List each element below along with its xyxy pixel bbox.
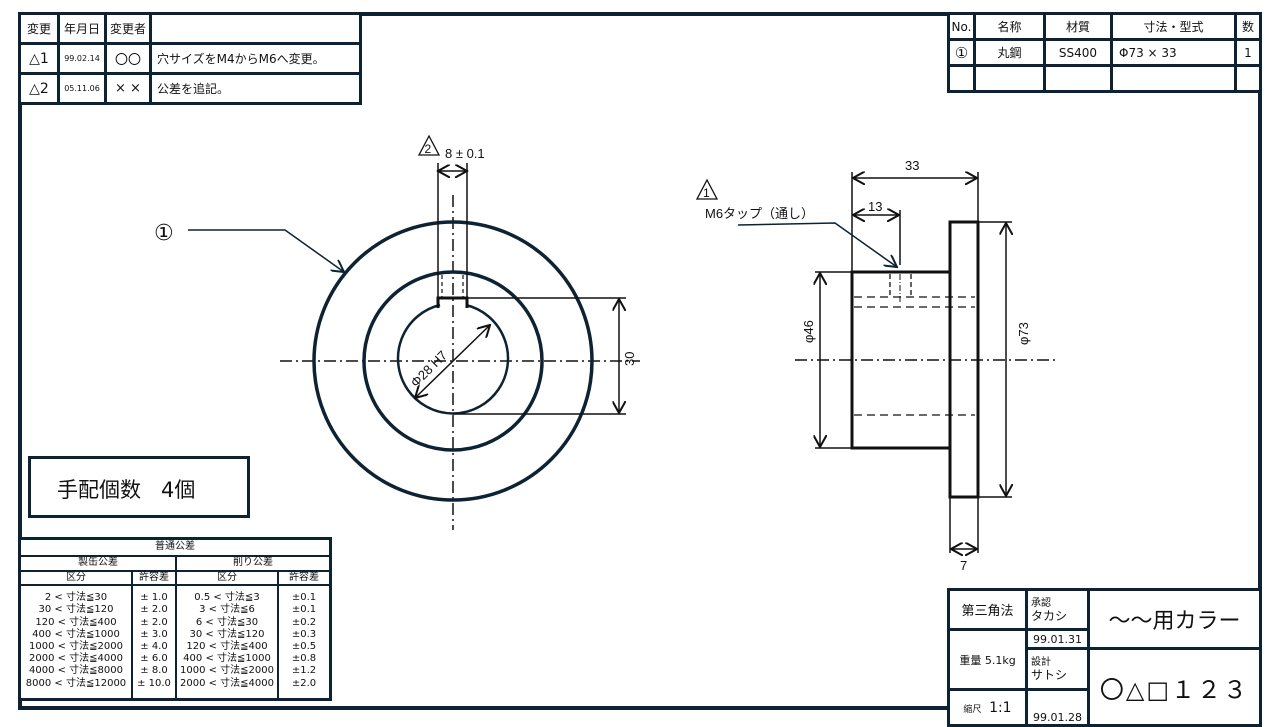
tolerance-entry: ± 3.0	[140, 628, 168, 640]
header-range: 区分	[18, 569, 133, 587]
tolerance-entry: ± 1.0	[140, 592, 168, 604]
table-row: △2 05.11.06 × × 公差を追記。	[18, 72, 362, 105]
tolerance-entry: ±0.2	[291, 616, 317, 628]
tolerance-entry: 400 < 寸法≦1000	[183, 653, 271, 665]
rev-content: 穴サイズをM4からM6へ変更。	[149, 42, 362, 75]
title-block: 第三角法 承認 タカシ ～～用カラー 重量 5.1kg 99.01.31 設計 …	[947, 588, 1262, 727]
table-row: △1 99.02.14 〇〇 穴サイズをM4からM6へ変更。	[18, 42, 362, 75]
tolerance-entry: ± 4.0	[140, 641, 168, 653]
approver-name: タカシ	[1031, 608, 1068, 623]
tolerance-entry: ± 2.0	[140, 604, 168, 616]
design-date: 99.01.28	[1025, 688, 1090, 727]
rev-content: 公差を追記。	[149, 72, 362, 105]
tolerance-entry: 30 < 寸法≦120	[189, 628, 265, 640]
parts-table: No. 名称 材質 寸法・型式 数 ① 丸鋼 SS400 Φ73 × 33 1	[947, 12, 1262, 93]
tolerance-entry: 30 < 寸法≦120	[38, 604, 114, 616]
tolerance-entry: ±1.2	[291, 665, 317, 677]
header-changed-by: 変更者	[104, 12, 152, 45]
tolerance-entry: 2000 < 寸法≦4000	[28, 653, 123, 665]
rev-date: 05.11.06	[57, 72, 107, 105]
tolerance-entry: 1000 < 寸法≦2000	[179, 665, 274, 677]
order-qty-value: 4個	[161, 478, 196, 502]
order-qty-label: 手配個数	[57, 478, 141, 502]
tolerance-entry: 400 < 寸法≦1000	[32, 628, 120, 640]
drawing-title: ～～用カラー	[1087, 588, 1262, 650]
tolerance-entry: ±0.1	[291, 592, 317, 604]
drawing-number: 〇△□１２３	[1087, 647, 1262, 727]
part-size: Φ73 × 33	[1110, 38, 1237, 67]
revision-table: 変更 年月日 変更者 △1 99.02.14 〇〇 穴サイズをM4からM6へ変更…	[18, 12, 362, 105]
order-quantity-box: 手配個数 4個	[28, 456, 250, 518]
tolerance-title: 普通公差	[18, 537, 332, 557]
header-tol: 許容差	[131, 569, 177, 587]
table-header-row: 変更 年月日 変更者	[18, 12, 362, 45]
rev-by: × ×	[104, 72, 152, 105]
header-material: 材質	[1043, 12, 1113, 41]
header-content	[149, 12, 362, 45]
tolerance-entry: 8000 < 寸法≦12000	[25, 677, 127, 689]
tolerance-entry: ±0.8	[291, 653, 317, 665]
tolerance-entry: ±0.1	[291, 604, 317, 616]
header-tol: 許容差	[277, 569, 332, 587]
header-range: 区分	[175, 569, 279, 587]
rev-mark: △1	[18, 42, 60, 75]
header-change: 変更	[18, 12, 60, 45]
tolerance-entry: 120 < 寸法≦400	[35, 616, 117, 628]
projection-method: 第三角法	[947, 588, 1028, 631]
scale-label: 縮尺	[963, 704, 982, 715]
header-no: No.	[947, 12, 976, 41]
approve-label: 承認	[1031, 597, 1051, 609]
header-date: 年月日	[57, 12, 107, 45]
tolerance-entry: ± 6.0	[140, 653, 168, 665]
tolerance-entry: 3 < 寸法≦6	[199, 604, 255, 616]
group-fabrication: 製缶公差	[18, 555, 177, 572]
table-row: ① 丸鋼 SS400 Φ73 × 33 1	[947, 38, 1262, 67]
design-label: 設計	[1031, 657, 1051, 668]
fab-tol-list: ± 1.0± 2.0± 2.0± 3.0± 4.0± 6.0± 8.0± 10.…	[131, 584, 177, 701]
mach-tol-list: ±0.1±0.1±0.2±0.3±0.5±0.8±1.2±2.0	[277, 584, 332, 701]
tolerance-entry: ±0.3	[291, 628, 317, 640]
designer-name: サトシ	[1031, 668, 1068, 682]
part-material: SS400	[1043, 38, 1113, 67]
rev-by: 〇〇	[104, 42, 152, 75]
approve-date: 99.01.31	[1025, 628, 1090, 650]
tolerance-entry: ±2.0	[291, 677, 317, 689]
tolerance-entry: ± 8.0	[140, 665, 168, 677]
tolerance-entry: 2 < 寸法≦30	[44, 592, 108, 604]
tolerance-entry: 4000 < 寸法≦8000	[28, 665, 123, 677]
table-header-row: No. 名称 材質 寸法・型式 数	[947, 12, 1262, 41]
header-qty: 数	[1234, 12, 1262, 41]
rev-mark: △2	[18, 72, 60, 105]
header-name: 名称	[973, 12, 1046, 41]
tolerance-entry: ±0.5	[291, 641, 317, 653]
part-qty: 1	[1234, 38, 1262, 67]
table-row-empty	[947, 64, 1262, 93]
tolerance-entry: ± 2.0	[140, 616, 168, 628]
header-size: 寸法・型式	[1110, 12, 1237, 41]
drawing-frame	[18, 12, 1262, 710]
tolerance-entry: 6 < 寸法≦30	[195, 616, 259, 628]
group-machining: 削り公差	[175, 555, 332, 572]
scale-value: 1:1	[989, 699, 1012, 716]
tolerance-entry: 0.5 < 寸法≦3	[194, 592, 260, 604]
part-name: 丸鋼	[973, 38, 1046, 67]
tolerance-entry: 2000 < 寸法≦4000	[179, 677, 274, 689]
part-no: ①	[947, 38, 976, 67]
tolerance-entry: 120 < 寸法≦400	[186, 641, 268, 653]
rev-date: 99.02.14	[57, 42, 107, 75]
tolerance-entry: 1000 < 寸法≦2000	[28, 641, 123, 653]
tolerance-entry: ± 10.0	[137, 677, 171, 689]
weight: 重量 5.1kg	[947, 628, 1028, 691]
